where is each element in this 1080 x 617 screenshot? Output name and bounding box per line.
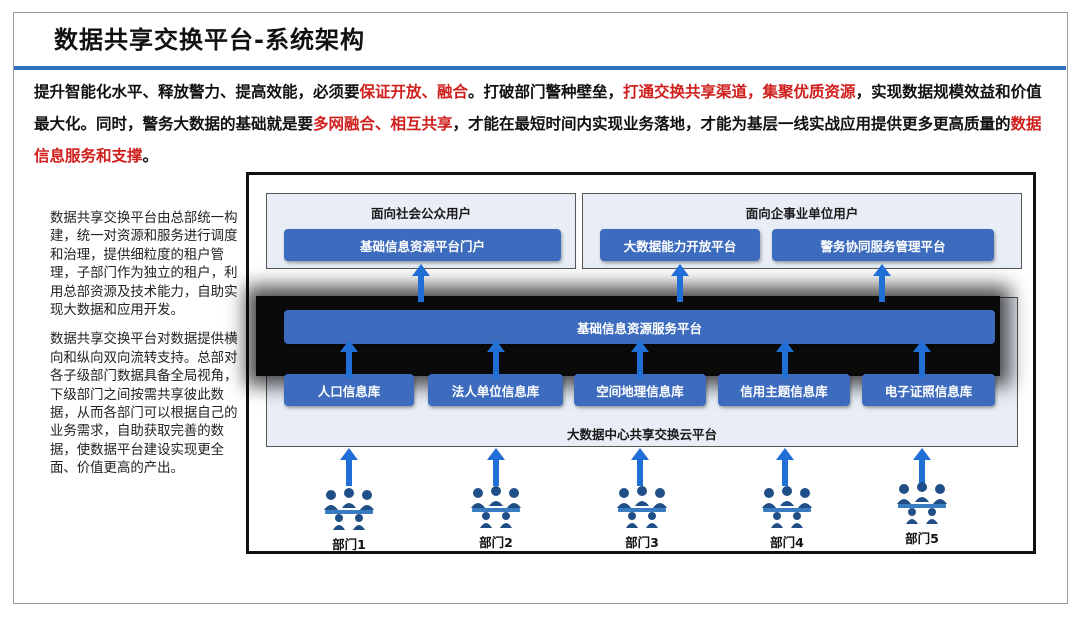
public-users-label: 面向社会公众用户 [370,206,471,221]
up-arrow-icon [631,448,649,486]
up-arrow-icon [913,448,931,486]
meeting-people-icon [324,488,374,530]
intro-highlight: 数据信息服务和支撑 [34,115,1042,165]
title-divider [14,66,1066,70]
department-label: 部门5 [905,531,939,546]
meeting-people-icon [762,486,812,528]
capability-platform-box: 大数据能力开放平台 [600,229,760,261]
meeting-people-icon [471,486,521,528]
intro-highlight: 保证开放、融合 [359,83,469,101]
database-box-2: 法人单位信息库 [428,374,563,406]
department-1: 部门1 [319,486,379,553]
department-2: 部门2 [466,484,526,551]
up-arrow-icon [340,448,358,486]
meeting-people-icon [897,482,947,524]
department-3: 部门3 [612,484,672,551]
intro-paragraph: 提升智能化水平、释放警力、提高效能，必须要保证开放、融合。打破部门警种壁垒，打通… [34,76,1044,172]
department-label: 部门1 [332,537,366,552]
department-label: 部门4 [770,535,804,550]
intro-text: ，实现数据规模效益和价值最大化。同时，警务大数据的基础就是要 [34,83,1042,133]
side-description: 数据共享交换平台由总部统一构建，统一对资源和服务进行调度和治理，提供细粒度的租户… [50,210,244,490]
page-title: 数据共享交换平台-系统架构 [54,26,365,54]
up-arrow-icon [631,340,649,378]
service-platform-box: 基础信息资源服务平台 [284,310,995,344]
intro-highlight: 打通交换共享渠道，集聚优质资源 [623,83,856,101]
up-arrow-icon [487,340,505,378]
database-box-1: 人口信息库 [284,374,414,406]
meeting-people-icon [617,486,667,528]
up-arrow-icon [340,340,358,378]
up-arrow-icon [776,448,794,486]
intro-highlight: 多网融合、相互共享 [313,115,453,133]
public-portal-box: 基础信息资源平台门户 [284,229,561,261]
cloud-platform-label: 大数据中心共享交换云平台 [566,427,717,442]
up-arrow-icon [776,340,794,378]
database-box-5: 电子证照信息库 [862,374,995,406]
intro-text: 提升智能化水平、释放警力、提高效能，必须要 [34,83,360,101]
database-box-4: 信用主题信息库 [718,374,850,406]
department-5: 部门5 [892,480,952,547]
intro-text: 。 [142,147,159,165]
police-collab-platform-box: 警务协同服务管理平台 [772,229,994,261]
intro-text: ，才能在最短时间内实现业务落地，才能为基层一线实战应用提供更多更高质量的 [452,115,1011,133]
database-box-3: 空间地理信息库 [574,374,706,406]
up-arrow-icon [412,264,430,302]
department-4: 部门4 [757,484,817,551]
department-label: 部门2 [479,535,513,550]
side-paragraph-1: 数据共享交换平台由总部统一构建，统一对资源和服务进行调度和治理，提供细粒度的租户… [50,211,238,319]
up-arrow-icon [913,340,931,378]
up-arrow-icon [873,264,891,302]
department-label: 部门3 [625,535,659,550]
up-arrow-icon [487,448,505,486]
side-paragraph-2: 数据共享交换平台对数据提供横向和纵向双向流转支持。总部对各子级部门数据具备全局视… [50,332,238,477]
up-arrow-icon [671,264,689,302]
enterprise-users-label: 面向企事业单位用户 [745,206,859,221]
intro-text: 。打破部门警种壁垒， [468,83,624,101]
